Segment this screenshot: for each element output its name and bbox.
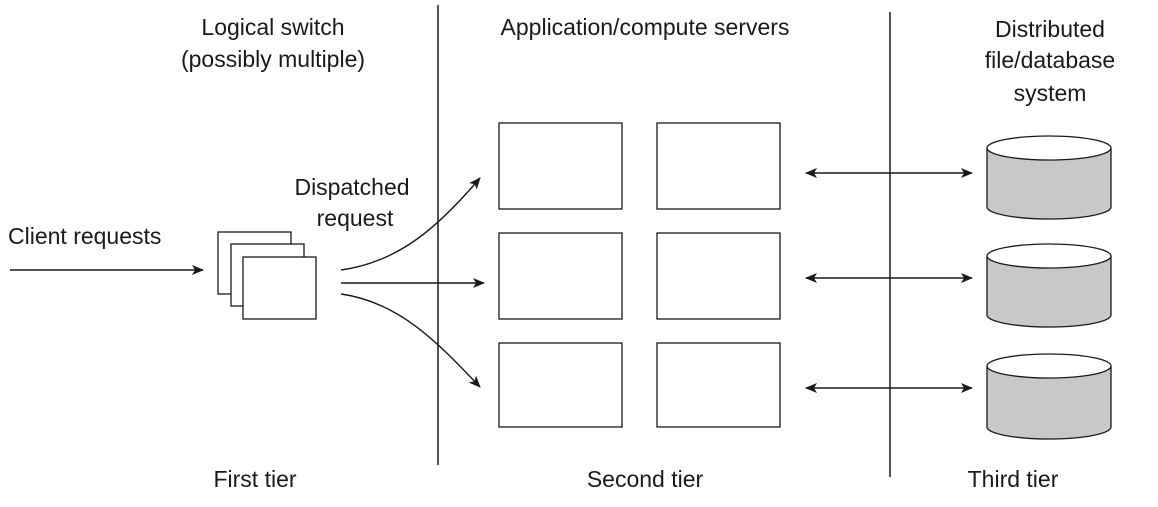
first-tier-label: First tier bbox=[213, 466, 297, 492]
client-requests-label: Client requests bbox=[8, 223, 162, 249]
database-icon bbox=[986, 135, 1112, 220]
logical-switch-label-line1: Logical switch bbox=[201, 14, 345, 40]
dispatch-arrow-bottom bbox=[340, 293, 481, 388]
dispatch-arrow-top bbox=[340, 177, 481, 271]
dist-system-label-line2: file/database bbox=[984, 47, 1116, 73]
server-box bbox=[656, 342, 781, 428]
app-servers-label: Application/compute servers bbox=[500, 14, 790, 40]
server-box bbox=[656, 122, 781, 210]
logical-switch-stack bbox=[217, 231, 317, 320]
server-box bbox=[498, 122, 623, 210]
server-box bbox=[498, 232, 623, 320]
dispatched-label-line2: request bbox=[316, 205, 394, 231]
server-grid bbox=[498, 122, 781, 428]
server-box bbox=[656, 232, 781, 320]
dist-system-label-line3: system bbox=[1013, 80, 1087, 106]
dispatched-label-line1: Dispatched bbox=[294, 174, 410, 200]
switch-page-front bbox=[242, 256, 317, 320]
server-box bbox=[498, 342, 623, 428]
database-icon bbox=[986, 243, 1112, 328]
third-tier-label: Third tier bbox=[967, 466, 1059, 492]
dist-system-label-line1: Distributed bbox=[995, 16, 1105, 42]
database-icon bbox=[986, 353, 1112, 440]
logical-switch-label-line2: (possibly multiple) bbox=[180, 46, 366, 72]
second-tier-label: Second tier bbox=[586, 466, 704, 492]
